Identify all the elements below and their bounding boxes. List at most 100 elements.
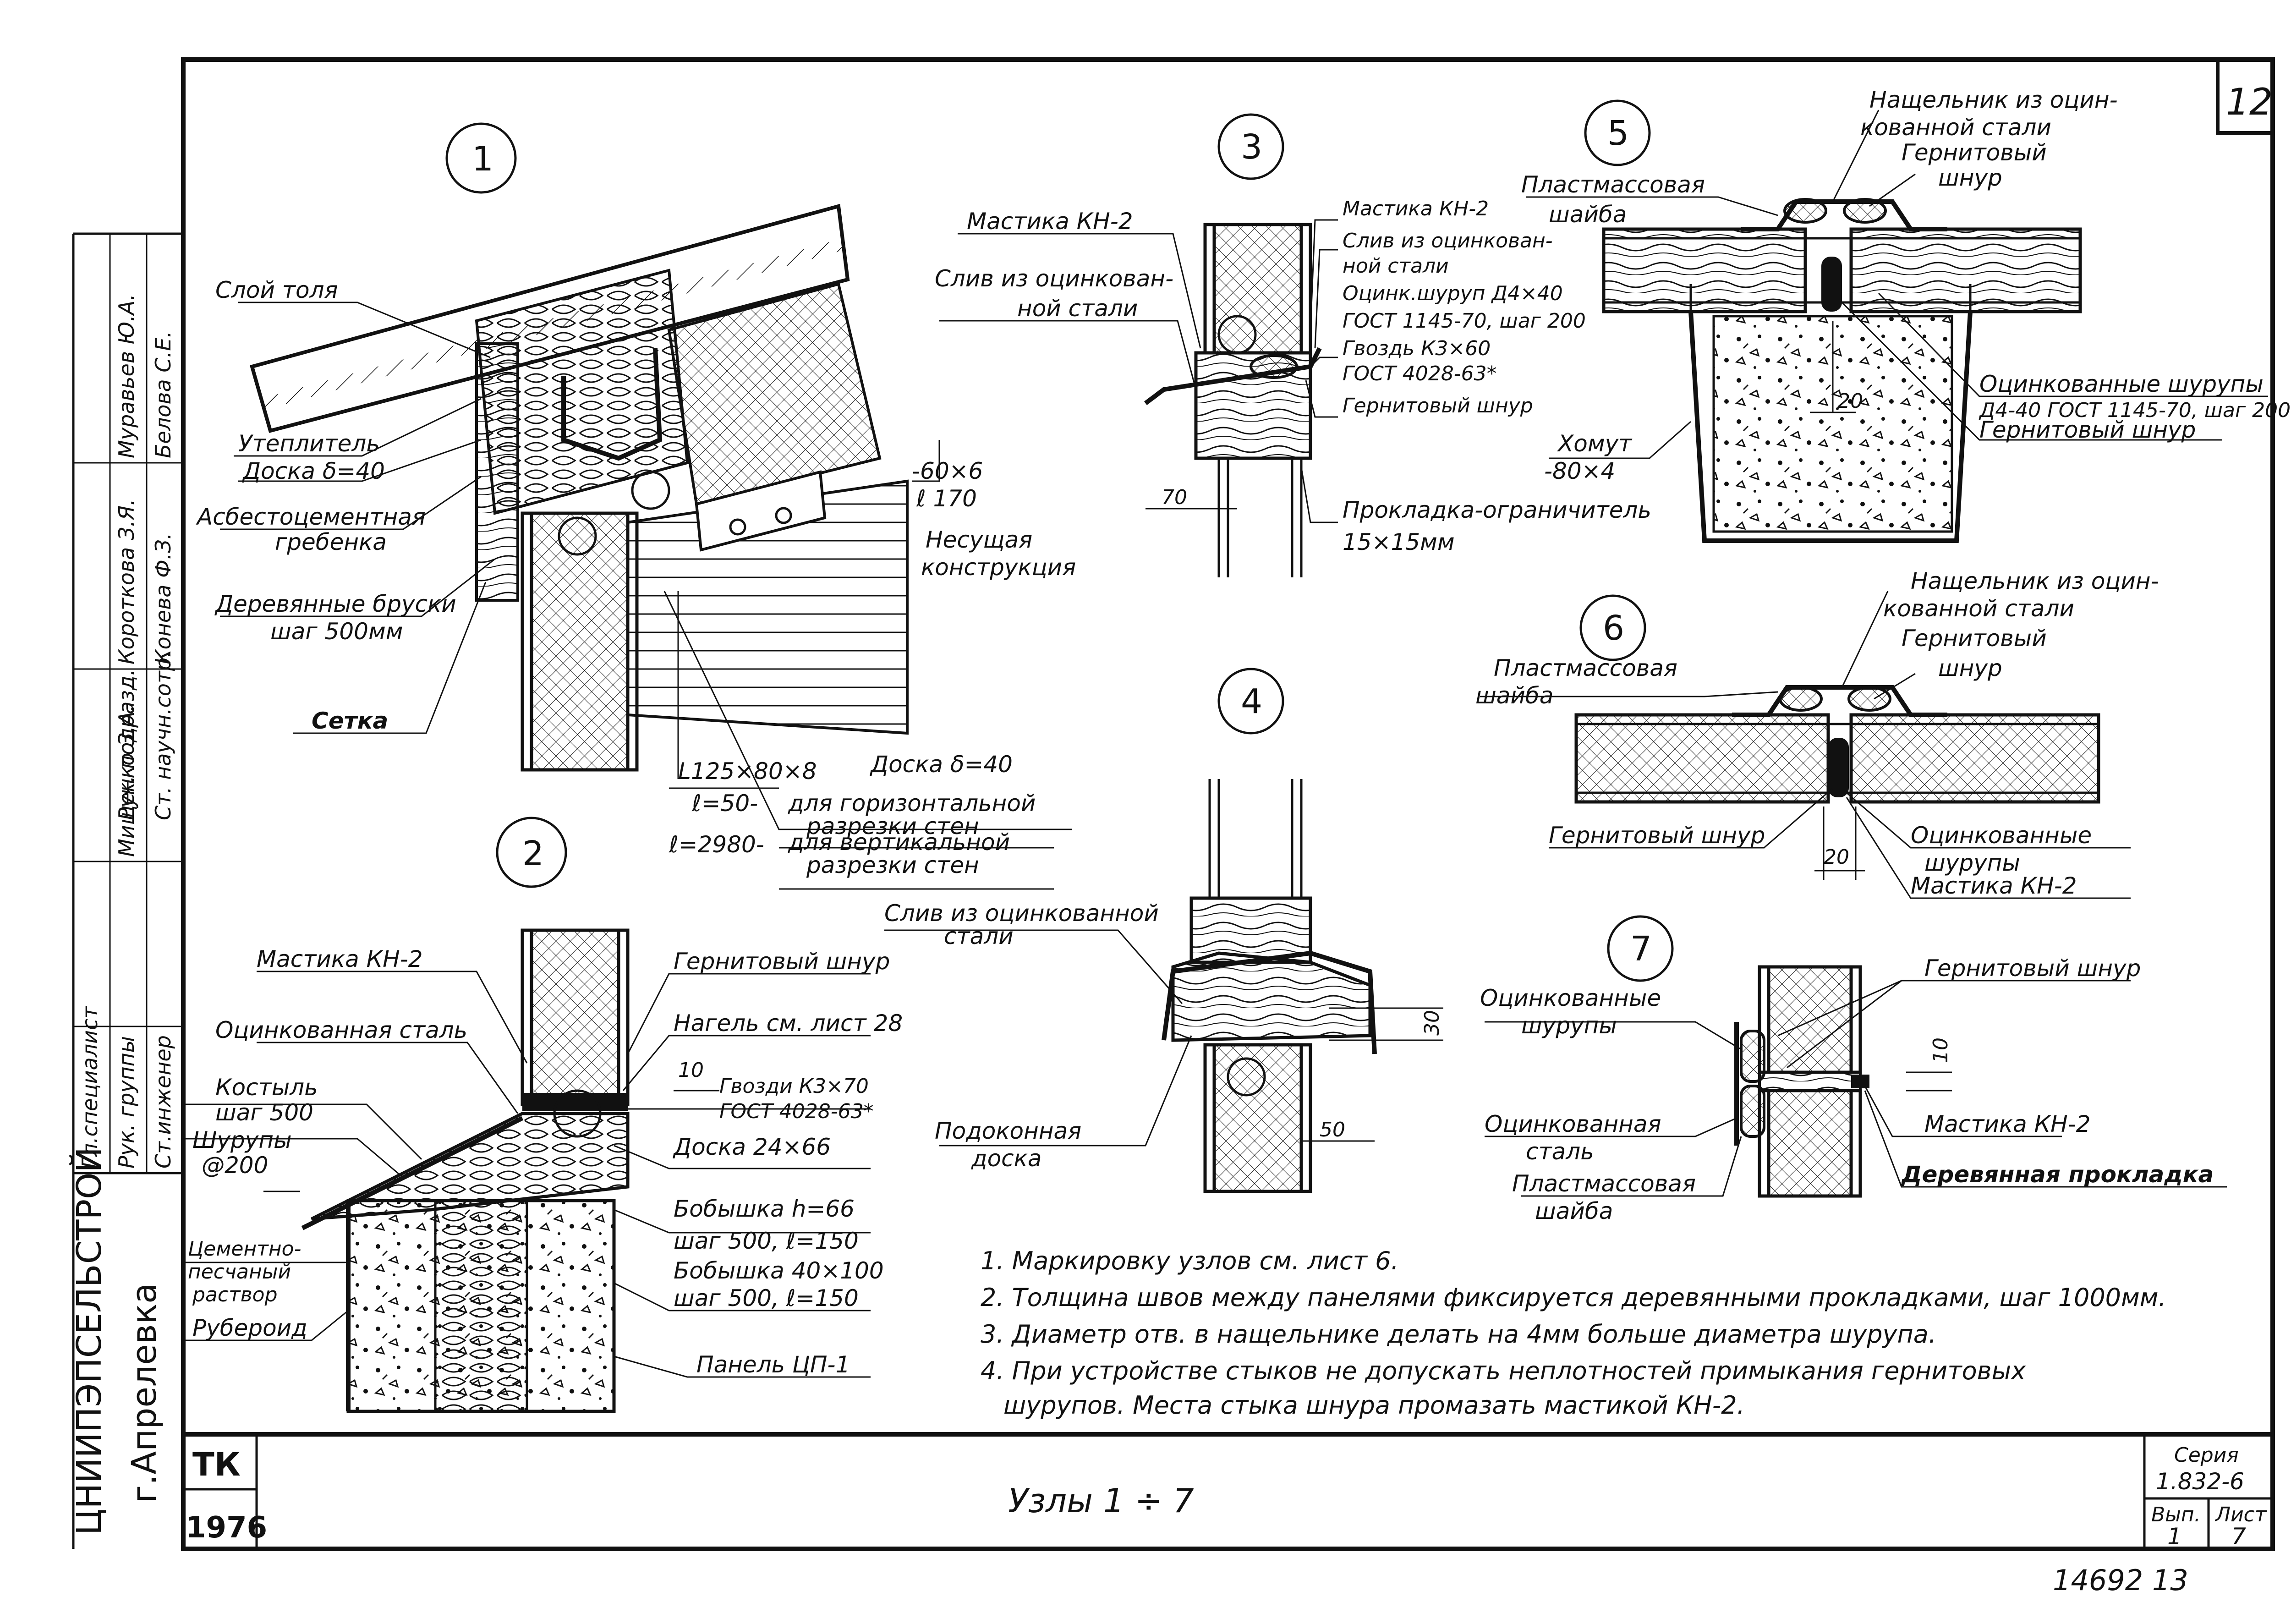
label-nesush-2: конструкция: [921, 554, 1076, 581]
label-ugol-1: L125×80×8: [678, 758, 817, 785]
label-gvozdi-1: Гвозди К3×70: [719, 1075, 869, 1098]
label-doska-b: Доска δ=40: [870, 751, 1013, 778]
label-kastyl-1: Костыль: [215, 1074, 318, 1101]
label-prokl-1: Прокладка-ограничитель: [1343, 497, 1651, 523]
side-city: г.Апрелевка: [125, 1283, 164, 1503]
note-4: 4. При устройстве стыков не допускать не…: [981, 1356, 2026, 1385]
gernit-7b: [1740, 1085, 1765, 1138]
label-cement-2: песчаный: [188, 1260, 291, 1284]
side-organization: ЦНИИПЭПСЕЛЬСТРОЙ: [69, 1147, 109, 1535]
node-7-number: 7: [1630, 929, 1652, 969]
label-asbest-2: гребенка: [275, 529, 387, 555]
label-ocink-stal: Оцинкованная сталь: [215, 1017, 467, 1043]
joint-seal: [522, 1093, 628, 1111]
dim-10: 10: [678, 1059, 704, 1082]
wall-panel: [530, 511, 630, 772]
label-shur-6-1: Оцинкованные: [1911, 822, 2092, 849]
note-1: 1. Маркировку узлов см. лист 6.: [981, 1246, 1399, 1275]
node-4-marker: [1217, 668, 1284, 735]
gernit-6b: [1847, 686, 1891, 712]
series-label: Серия: [2174, 1443, 2239, 1467]
label-sliv-l-2: ной стали: [1017, 295, 1138, 322]
side-role-0: Гл.специалист: [77, 1006, 102, 1169]
panel-node4: [1212, 1043, 1303, 1193]
node-2-number: 2: [522, 834, 544, 873]
gernit-5a: [1783, 198, 1827, 224]
node-5-marker: [1584, 99, 1651, 166]
sheet-value: 7: [2231, 1523, 2246, 1550]
label-nash-5-2: кованной стали: [1860, 114, 2051, 141]
label-sliv-r-1: Слив из оцинкован-: [1343, 229, 1553, 252]
label-nagel: Нагель см. лист 28: [674, 1010, 903, 1037]
label-mastika-7: Мастика КН-2: [1924, 1111, 2091, 1137]
label-ugol-3: ℓ=2980-: [669, 831, 764, 858]
label-plast-5-1: Пластмассовая: [1521, 171, 1705, 198]
label-gern-5-b: Гернитовый шнур: [1979, 417, 2196, 443]
notes: 1. Маркировку узлов см. лист 6. 2. Толщи…: [981, 1246, 2166, 1420]
label-shur-5-1: Оцинкованные шурупы: [1979, 371, 2264, 397]
label-ver-1: для вертикальной: [788, 829, 1010, 856]
side-stamp: Мищенко З.А. Короткова З.Я. Конева Ф.З. …: [69, 232, 183, 1549]
label-gern-5-1: Гернитовый: [1902, 139, 2047, 166]
label-hor-2: разрезки стен: [806, 813, 979, 839]
label-mastika-r: Мастика КН-2: [1343, 197, 1489, 220]
label-plate-2: ℓ 170: [916, 485, 977, 512]
side-name-1: Короткова З.Я.: [114, 499, 139, 665]
dim-30: 30: [1420, 1010, 1444, 1036]
node-3-number: 3: [1241, 127, 1262, 167]
label-gernit-7: Гернитовый шнур: [1924, 955, 2141, 982]
label-bruski-2: шаг 500мм: [270, 618, 403, 645]
panel-upper: [530, 928, 620, 1106]
label-prokl-2: 15×15мм: [1343, 529, 1455, 555]
issue-label: Вып.: [2151, 1503, 2201, 1526]
label-ver-2: разрезки стен: [806, 852, 979, 878]
node-4: 4 30 50 Слив из оцинкованной стали Подок…: [884, 668, 1444, 1193]
side-role-1: Рук. группы: [114, 1036, 139, 1169]
label-shur-6-2: шурупы: [1924, 850, 2020, 876]
label-mastika: Мастика КН-2: [257, 946, 423, 972]
label-shurup-2: ГОСТ 1145-70, шаг 200: [1343, 309, 1586, 333]
node-1-number: 1: [472, 139, 493, 179]
panel-left-6: [1574, 713, 1830, 804]
side-name-3: Муравьев Ю.А.: [114, 294, 139, 458]
label-gvozdi-2: ГОСТ 4028-63*: [719, 1100, 874, 1123]
label-nash-6-1: Нащельник из оцин-: [1911, 568, 2159, 594]
label-sliv-4-1: Слив из оцинкованной: [884, 900, 1159, 927]
panel-node3: [1212, 223, 1303, 355]
label-uteplitel: Утеплитель: [238, 430, 380, 457]
gernit-6a: [1779, 686, 1823, 712]
label-hom-1: Хомут: [1557, 430, 1633, 457]
label-plate-1: -60×6: [912, 458, 983, 484]
panel-upper-7: [1767, 965, 1853, 1074]
label-ruberoid: Рубероид: [192, 1315, 307, 1341]
label-bruski-1: Деревянные бруски: [214, 591, 456, 617]
label-sloy-tolya: Слой толя: [215, 277, 338, 303]
note-2: 2. Толщина швов между панелями фиксирует…: [981, 1283, 2166, 1312]
panel-right-6: [1849, 713, 2100, 804]
node-5-number: 5: [1607, 114, 1629, 153]
window-frame: [1189, 896, 1312, 964]
note-4-cont: шурупов. Места стыка шнура промазать мас…: [1003, 1391, 1745, 1420]
gernit-7a: [1740, 1030, 1765, 1083]
label-bob-2b: шаг 500, ℓ=150: [674, 1285, 859, 1311]
dim-10-7: 10: [1929, 1037, 1952, 1063]
drawing-title: Узлы 1 ÷ 7: [1008, 1481, 1194, 1520]
node-7: 7 10 Оцинкованные шурупы Гернитовый шнур…: [1480, 915, 2227, 1224]
node-6: 6 20 Нащельник из оцин- кованной стали Г…: [1475, 568, 2159, 899]
node-2-marker: [496, 817, 567, 888]
label-ocink-7-2: сталь: [1526, 1138, 1594, 1165]
node-6-number: 6: [1603, 609, 1624, 648]
sheet-label: Лист: [2214, 1503, 2267, 1526]
node-1: 1 Слой толя Утеплите: [196, 122, 1076, 890]
label-cement-3: раствор: [192, 1283, 278, 1306]
label-shurup-1: Оцинк.шуруп Д4×40: [1343, 282, 1563, 305]
sliv-4: [1162, 950, 1377, 1054]
label-bob-2a: Бобышка 40×100: [674, 1257, 884, 1284]
label-cement-1: Цементно-: [188, 1237, 301, 1261]
label-gvozd-1: Гвоздь К3×60: [1343, 337, 1491, 360]
dim-20: 20: [1837, 390, 1863, 413]
label-gern-6-l: Гернитовый шнур: [1549, 822, 1765, 849]
label-plast-5-2: шайба: [1549, 201, 1627, 228]
nashchelnik-6: [1732, 685, 1947, 717]
label-podok-1: Подоконная: [935, 1118, 1081, 1144]
